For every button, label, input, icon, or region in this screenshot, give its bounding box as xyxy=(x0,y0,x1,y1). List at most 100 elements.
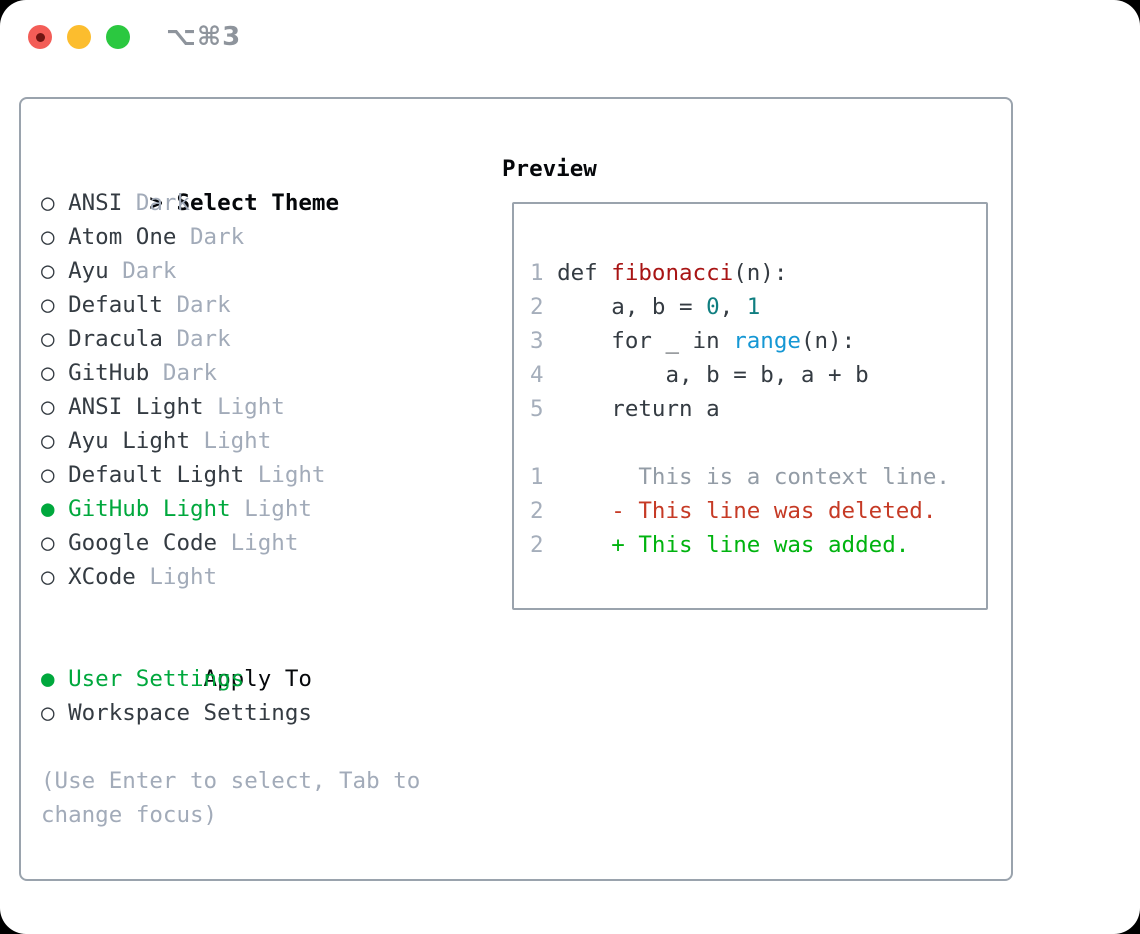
theme-variant: Light xyxy=(257,462,326,488)
radio-selected-icon: ● xyxy=(41,666,55,692)
code-token: , xyxy=(719,294,747,320)
theme-name: Ayu xyxy=(68,258,109,284)
theme-variant: Light xyxy=(203,428,272,454)
theme-picker: >Select Theme ○ANSI Dark○Atom One Dark○A… xyxy=(41,152,461,832)
close-button[interactable] xyxy=(28,25,52,49)
apply-to-section: Apply To ● User Settings ○ Workspace Settin… xyxy=(41,628,461,730)
radio-icon: ○ xyxy=(41,190,55,216)
theme-option-ansi[interactable]: ○ANSI Dark xyxy=(41,186,461,220)
theme-option-default-light[interactable]: ○ Default Light Light xyxy=(41,458,461,492)
theme-option-ansi-light[interactable]: ○ ANSI Light Light xyxy=(41,390,461,424)
select-theme-header: > Select Theme xyxy=(41,152,461,216)
apply-option-user-settings[interactable]: ● User Settings xyxy=(41,662,461,696)
code-token: 1 xyxy=(746,294,761,320)
preview-title: Preview xyxy=(502,156,597,182)
code-line xyxy=(530,426,986,460)
radio-icon: ○ xyxy=(41,360,55,386)
code-line: 5 return a xyxy=(530,392,986,426)
code-token: (n): xyxy=(733,260,788,286)
code-token: (n): xyxy=(800,328,856,354)
line-number: 1 xyxy=(530,464,544,490)
code-token: a, b = xyxy=(543,294,707,320)
close-dot-icon xyxy=(35,32,45,42)
code-token: for _ in xyxy=(543,328,734,354)
apply-option-label: User Settings xyxy=(68,666,245,692)
radio-icon: ○ xyxy=(41,326,55,352)
theme-name: Default Light xyxy=(68,462,245,488)
radio-selected-icon: ● xyxy=(41,496,55,522)
radio-icon: ○ xyxy=(41,700,55,726)
radio-icon: ○ xyxy=(41,462,55,488)
theme-name: ANSI Light xyxy=(68,394,204,420)
code-line: 2 + This line was added. xyxy=(530,528,986,562)
theme-variant: Dark xyxy=(176,326,231,352)
theme-option-github[interactable]: ○GitHub Dark xyxy=(41,356,461,390)
theme-option-github-light[interactable]: ● GitHub Light Light xyxy=(41,492,461,526)
apply-option-workspace-settings[interactable]: ○ Workspace Settings xyxy=(41,696,461,730)
theme-name: GitHub xyxy=(68,360,150,386)
line-number: 1 xyxy=(530,260,544,286)
radio-icon: ○ xyxy=(41,224,55,250)
theme-name: Dracula xyxy=(68,326,163,352)
titlebar: ⌥⌘3 xyxy=(0,0,1140,74)
theme-option-xcode[interactable]: ○XCode Light xyxy=(41,560,461,594)
theme-variant: Light xyxy=(149,564,218,590)
code-line: 4 a, b = b, a + b xyxy=(530,358,986,392)
code-token: This is a context line. xyxy=(543,464,950,490)
code-token: + This line was added. xyxy=(543,532,910,558)
code-token: return a xyxy=(543,396,720,422)
theme-name: Atom One xyxy=(68,224,177,250)
theme-variant: Light xyxy=(217,394,285,420)
theme-variant: Dark xyxy=(176,292,231,318)
maximize-button[interactable] xyxy=(106,25,130,49)
radio-icon: ○ xyxy=(41,394,55,420)
theme-name: ANSI xyxy=(68,190,123,216)
radio-icon: ○ xyxy=(41,428,55,454)
theme-name: Google Code xyxy=(68,530,218,556)
keyboard-shortcut-label: ⌥⌘3 xyxy=(166,22,242,52)
select-theme-title: Select Theme xyxy=(176,190,340,216)
line-number: 2 xyxy=(530,532,544,558)
theme-option-atom-one[interactable]: ○ Atom One Dark xyxy=(41,220,461,254)
code-token: a, b = b, a + b xyxy=(543,362,869,388)
apply-option-label: Workspace Settings xyxy=(68,700,312,726)
theme-option-default[interactable]: ○ Default Dark xyxy=(41,288,461,322)
code-line: 2 - This line was deleted. xyxy=(530,494,986,528)
radio-icon: ○ xyxy=(41,564,55,590)
code-token: - This line was deleted. xyxy=(543,498,937,524)
code-token: 0 xyxy=(706,294,720,320)
prompt-icon: > xyxy=(149,190,163,216)
theme-option-ayu[interactable]: ○ Ayu Dark xyxy=(41,254,461,288)
radio-icon: ○ xyxy=(41,258,55,284)
theme-variant: Dark xyxy=(122,258,177,284)
line-number: 2 xyxy=(530,498,544,524)
theme-name: GitHub Light xyxy=(68,496,231,522)
code-line: 3 for _ in range(n): xyxy=(530,324,986,358)
theme-option-dracula[interactable]: ○ Dracula Dark xyxy=(41,322,461,356)
code-token: range xyxy=(733,328,801,354)
radio-icon: ○ xyxy=(41,530,55,556)
hint-text: (Use Enter to select, Tab to change focu… xyxy=(41,768,421,828)
theme-name: Default xyxy=(68,292,163,318)
theme-variant: Dark xyxy=(190,224,245,250)
apply-to-title: Apply To xyxy=(203,666,312,692)
apply-to-header: Apply To xyxy=(41,628,461,692)
code-token: def xyxy=(543,260,612,286)
code-line: 1 This is a context line. xyxy=(530,460,986,494)
line-number: 2 xyxy=(530,294,544,320)
theme-list: ○ ANSI Dark ○ Atom One Dark ○ Ayu Dark ○ Defaul… xyxy=(41,186,461,594)
theme-option-google-code[interactable]: ○ Google Code Light xyxy=(41,526,461,560)
minimize-button[interactable] xyxy=(67,25,91,49)
theme-picker-panel: >Select Theme ○ANSI Dark○Atom One Dark○A… xyxy=(19,97,1013,881)
theme-name: Ayu Light xyxy=(68,428,190,454)
code-line: 1 def fibonacci(n): xyxy=(530,256,986,290)
code-token: fibonacci xyxy=(611,260,734,286)
code-line: 2 a, b = 0, 1 xyxy=(530,290,986,324)
radio-icon: ○ xyxy=(41,292,55,318)
line-number: 4 xyxy=(530,362,544,388)
theme-option-ayu-light[interactable]: ○ Ayu Light Light xyxy=(41,424,461,458)
theme-variant: Light xyxy=(244,496,312,522)
theme-variant: Light xyxy=(230,530,299,556)
